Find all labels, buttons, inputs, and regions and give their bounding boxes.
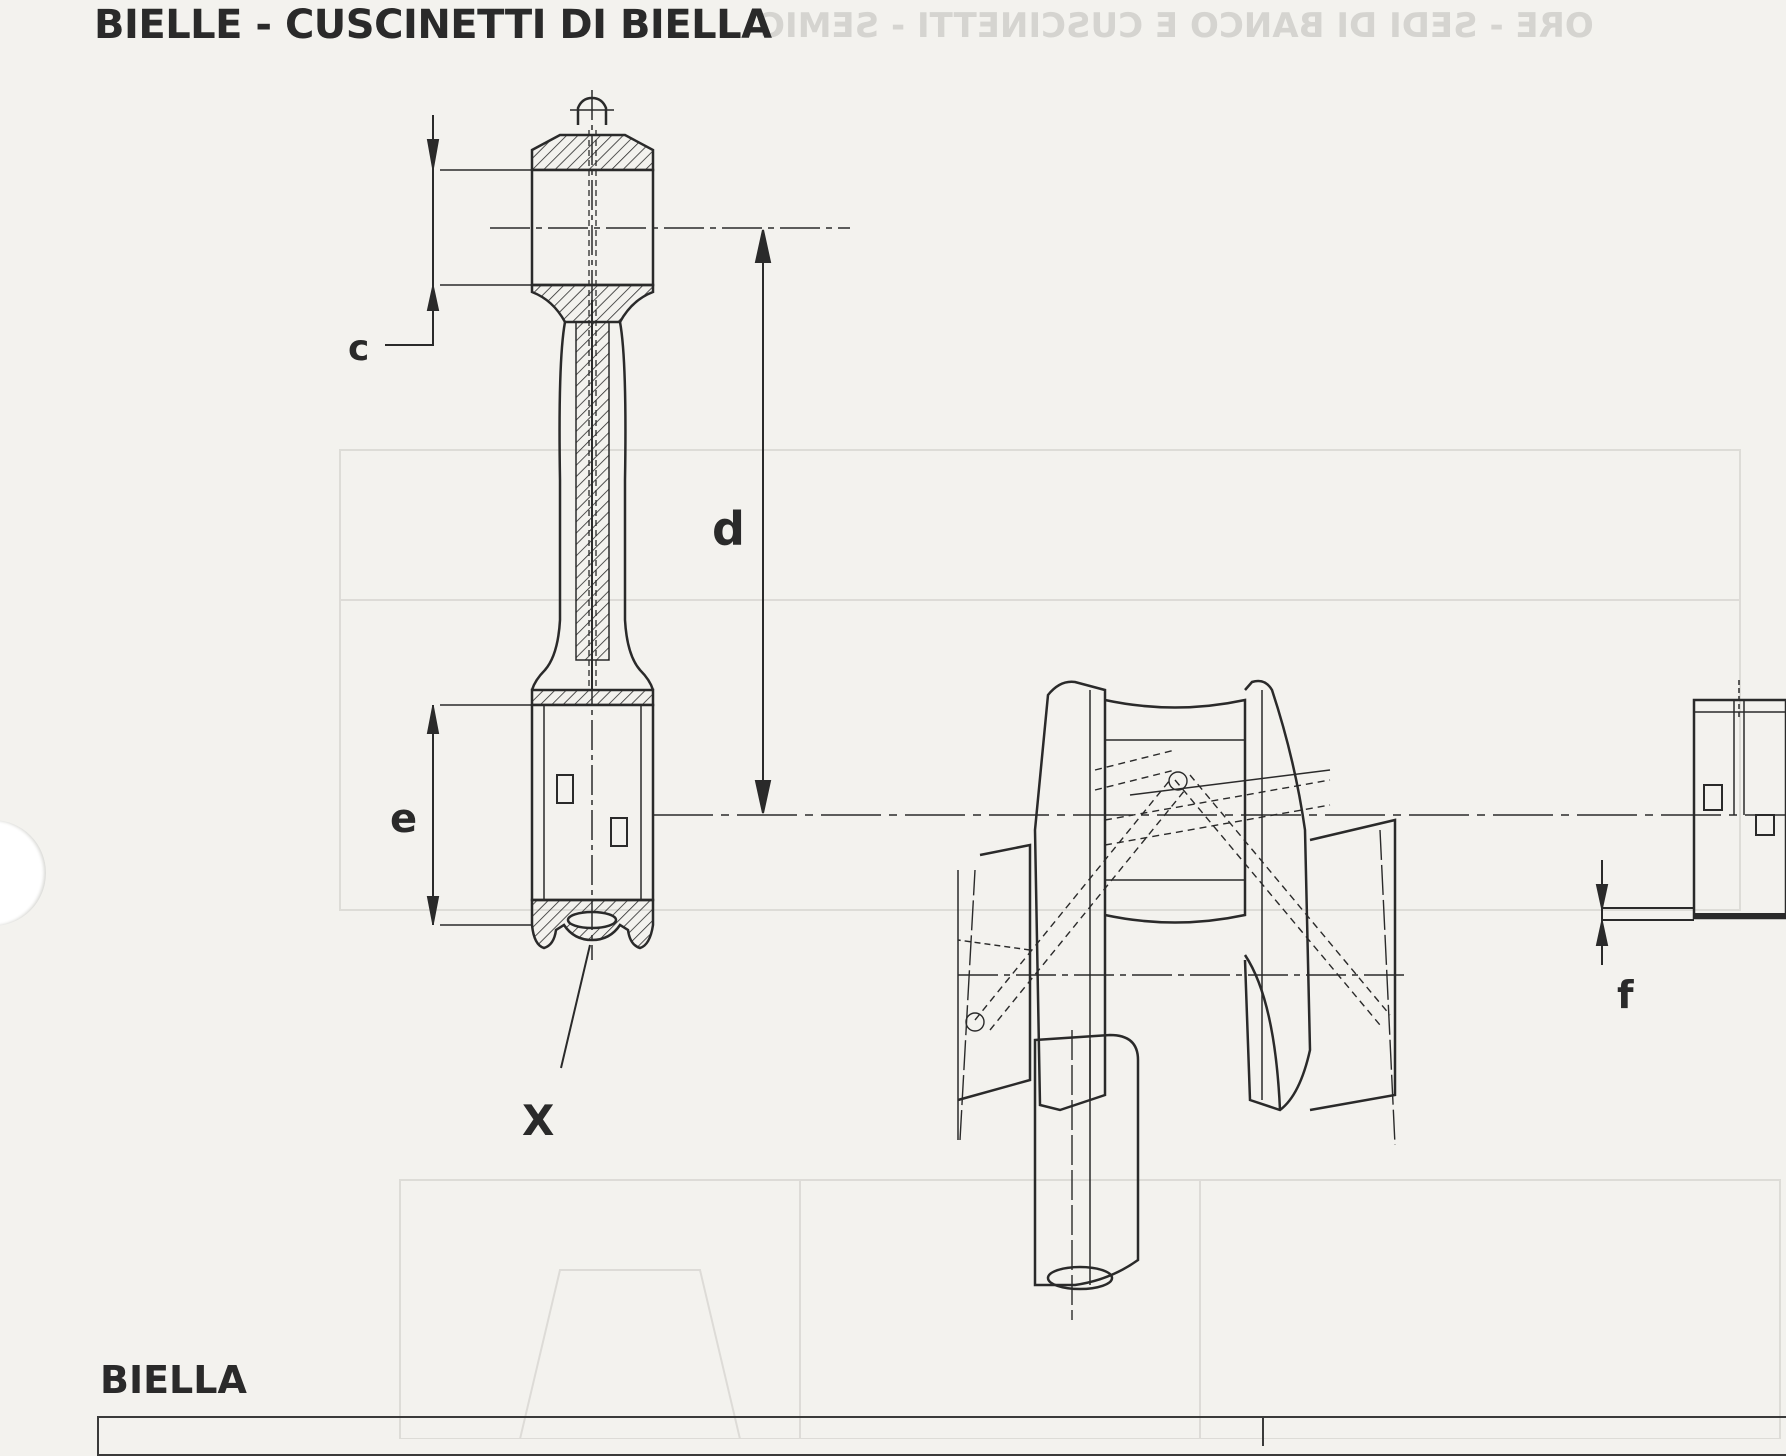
dimension-c (385, 115, 440, 346)
label-e: e (390, 796, 417, 842)
dimension-d (754, 229, 772, 814)
table-column-divider (1262, 1416, 1264, 1446)
label-c: c (348, 328, 369, 369)
crankshaft-oil-passages (957, 749, 1410, 1320)
label-f: f (1617, 973, 1634, 1017)
section-title: BIELLA (100, 1358, 247, 1402)
rod-centerlines (440, 90, 850, 960)
crankshaft (957, 679, 1397, 1291)
dimension-e (426, 705, 440, 925)
data-table-frame (97, 1416, 1786, 1456)
label-x: X (522, 1096, 554, 1145)
page-title: BIELLE - CUSCINETTI DI BIELLA (94, 2, 772, 48)
label-d: d (712, 502, 745, 556)
bearing-shell (1692, 680, 1786, 920)
dimension-f (1595, 860, 1694, 965)
leader-x (560, 944, 591, 1069)
